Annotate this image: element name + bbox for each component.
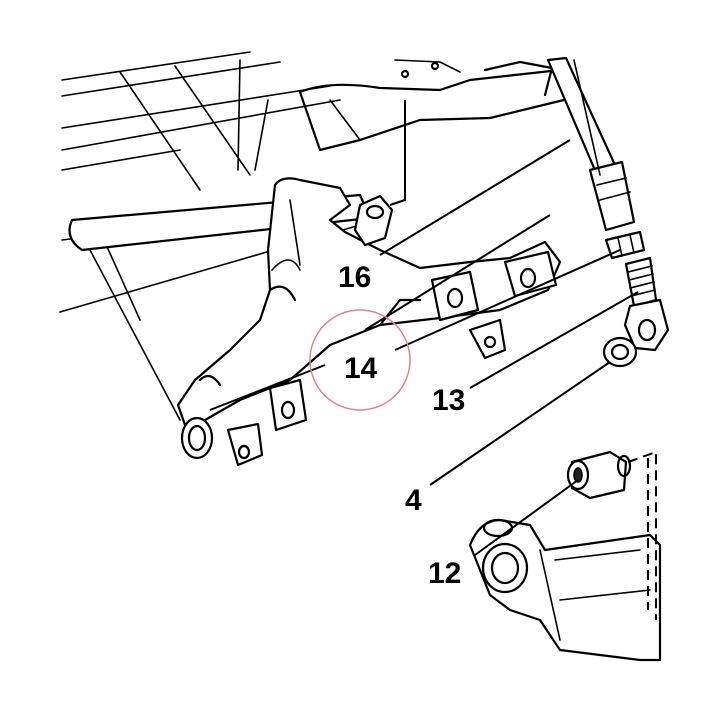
callout-labels: 16 14 13 4 12 — [338, 261, 465, 590]
callout-4: 4 — [405, 484, 422, 517]
leader-14-a — [364, 214, 551, 331]
leader-4 — [429, 361, 611, 486]
callout-14: 14 — [344, 352, 378, 385]
mount-lugs — [226, 194, 558, 467]
leader-16-a — [389, 100, 406, 206]
leader-13 — [469, 291, 639, 389]
link-rod — [546, 56, 636, 232]
lower-frame-casting — [468, 518, 662, 662]
callout-12: 12 — [428, 557, 461, 590]
leader-16-b — [379, 139, 571, 256]
leader-14-c — [209, 364, 326, 411]
leader-14-b — [394, 249, 621, 351]
leader-12 — [474, 479, 579, 556]
bushing-12 — [566, 450, 632, 500]
pivot-eye — [180, 416, 214, 460]
leader-lines — [209, 100, 639, 556]
highlight-circle — [309, 309, 411, 411]
swingarm-body — [176, 177, 562, 427]
washer-4 — [602, 336, 638, 368]
rod-end — [623, 256, 670, 352]
assembly-dash-lines — [627, 450, 657, 620]
callout-13: 13 — [432, 384, 465, 417]
callout-16: 16 — [338, 261, 371, 294]
